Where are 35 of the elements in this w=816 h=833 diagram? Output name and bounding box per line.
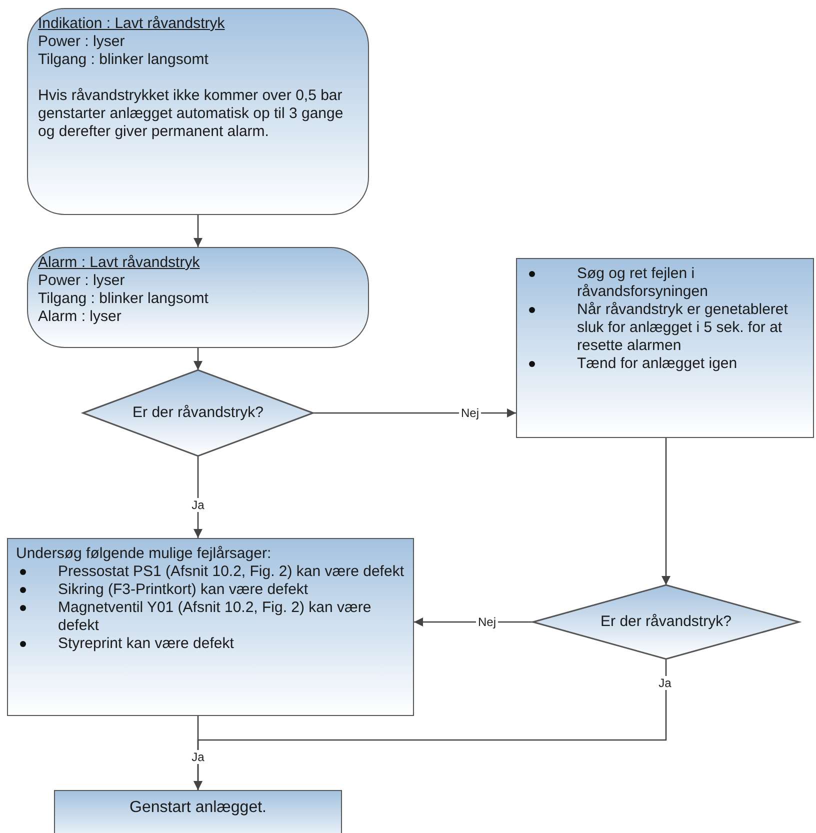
arrow — [313, 408, 516, 418]
heading-text: Indikation : Lavt råvandstryk — [38, 15, 226, 33]
edge-label: Nej — [476, 615, 498, 629]
status-line: Undersøg følgende mulige fejlårsager: — [16, 545, 272, 563]
arrow — [194, 456, 202, 538]
bullet-item: Magnetventil Y01 (Afsnit 10.2, Fig. 2) kan være defekt — [58, 599, 372, 635]
edge-label: Ja — [190, 750, 206, 764]
status-box — [27, 8, 369, 215]
question-text: Er der råvandstryk? — [600, 613, 732, 631]
status-line: Power : lyser — [38, 272, 126, 290]
bullet-item: Pressostat PS1 (Afsnit 10.2, Fig. 2) kan være defekt — [58, 563, 404, 581]
edge-label: Ja — [190, 498, 206, 512]
paragraph: Hvis råvandstrykket ikke kommer over 0,5 bar genstarter anlægget automatisk op til 3 gange og derefter giver permanent alarm. — [38, 87, 344, 141]
status-line: Tilgang : blinker langsomt — [38, 290, 210, 308]
bullet-item: Søg og ret fejlen i råvandsforsyningen — [577, 265, 709, 301]
process-box — [7, 538, 414, 716]
arrow — [662, 438, 670, 585]
status-line: Alarm : lyser — [38, 308, 122, 326]
question-text: Er der råvandstryk? — [132, 404, 264, 422]
status-line: Power : lyser — [38, 33, 126, 51]
process-box — [516, 258, 814, 438]
arrow — [194, 348, 202, 370]
bullet-item: Sikring (F3-Printkort) kan være defekt — [58, 581, 308, 599]
bullet-item: Styreprint kan være defekt — [58, 635, 234, 653]
process-box — [54, 790, 342, 833]
bullet-item: Når råvandstryk er genetableret sluk for anlægget i 5 sek. for at resette alarmen — [577, 301, 789, 355]
edge-label: Nej — [459, 406, 481, 420]
arrow — [194, 215, 202, 247]
process-text: Genstart anlægget. — [128, 799, 268, 817]
edge-label: Ja — [656, 676, 674, 690]
status-line: Tilgang : blinker langsomt — [38, 51, 210, 69]
heading-text: Alarm : Lavt råvandstryk — [38, 254, 201, 272]
status-box — [27, 247, 369, 348]
arrow — [194, 659, 667, 790]
bullet-item: Tænd for anlægget igen — [577, 355, 738, 373]
